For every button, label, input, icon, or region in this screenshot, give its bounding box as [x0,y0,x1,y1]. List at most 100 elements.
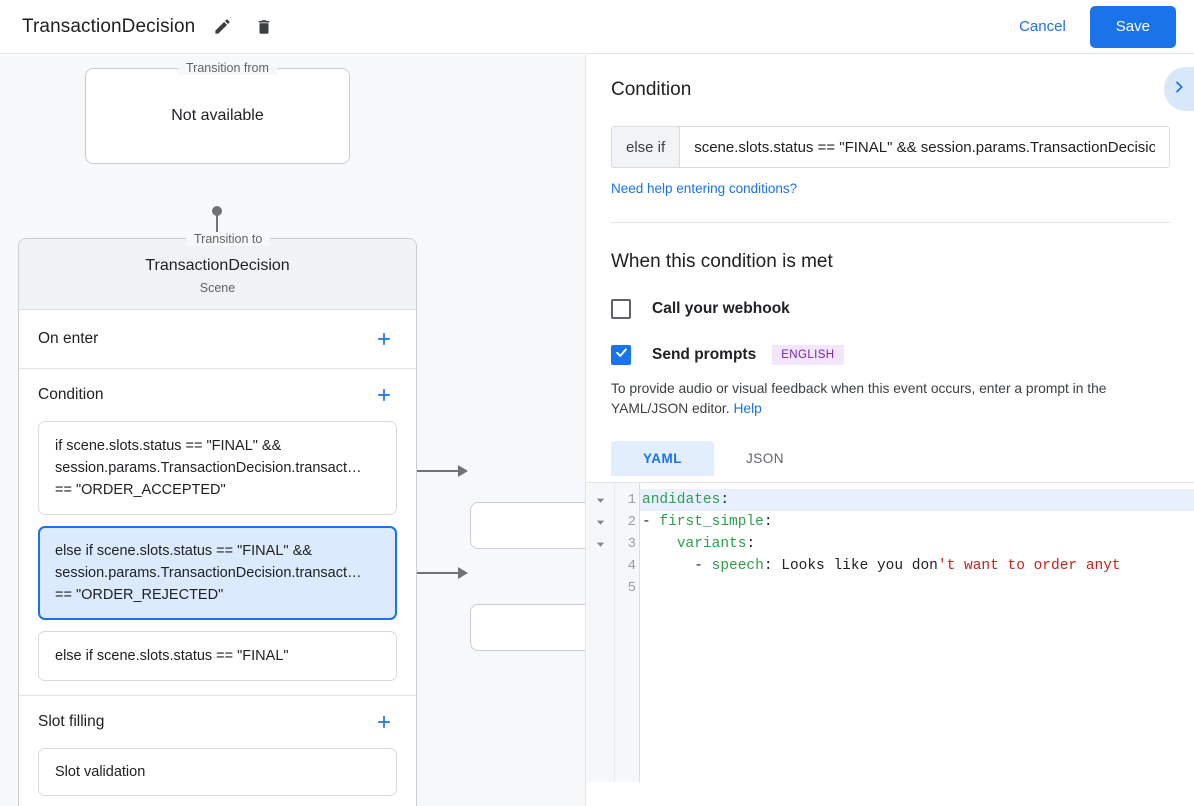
scene-graph-canvas[interactable]: Not available Transition from Transactio… [0,55,586,806]
code-line-number-gutter: 1 2 3 4 5 [615,483,640,782]
chevron-right-icon [1171,79,1187,100]
code-line-number: 2 [627,514,636,530]
branch-line-rejected [400,572,460,574]
plus-icon [374,329,394,349]
section-condition-title: Condition [38,386,104,403]
code-line-number: 1 [627,492,636,508]
scene-type-label: Scene [199,281,236,295]
code-token: Looks like you don [781,558,938,574]
code-token: : [746,536,756,552]
section-slot-filling-head: Slot filling [38,696,397,748]
code-fold-spacer [587,577,614,599]
send-prompts-description: To provide audio or visual feedback when… [611,379,1170,419]
code-fold-toggle[interactable] [587,489,614,511]
code-token: 't want to order anyt [937,558,1121,574]
code-line-number: 5 [627,580,636,596]
section-on-enter-title: On enter [38,330,99,347]
transition-from-legend: Transition from [178,61,277,75]
section-condition: Condition if scene.slots.status == "FINA… [19,369,416,696]
code-line[interactable]: andidates: [640,489,1194,511]
code-fold-toggle[interactable] [587,511,614,533]
code-token [642,536,677,552]
top-app-bar: TransactionDecision Cancel Save [0,0,1194,54]
scene-name: TransactionDecision [145,257,290,274]
code-line[interactable]: - speech: Looks like you don't want to o… [640,555,1194,577]
section-condition-head: Condition [38,369,397,421]
code-fold-toggle[interactable] [587,533,614,555]
slot-validation-card[interactable]: Slot validation [38,748,397,796]
code-line[interactable]: variants: [640,533,1194,555]
condition-expression-input[interactable] [680,127,1169,167]
scene-header: TransactionDecision Scene [19,239,416,310]
delete-button[interactable] [249,12,279,42]
branch-target-box-accepted[interactable] [470,502,585,549]
condition-details-panel: Condition else if Need help entering con… [587,55,1194,806]
tab-json[interactable]: JSON [746,451,785,466]
when-condition-met-title: When this condition is met [611,251,833,272]
webhook-row[interactable]: Call your webhook [611,299,1170,319]
transition-from-value: Not available [171,107,264,124]
add-condition-button[interactable] [371,382,397,408]
branch-target-box-rejected[interactable] [470,604,585,651]
code-token: : [763,558,782,574]
call-webhook-label: Call your webhook [652,300,790,317]
editor-format-tabs[interactable]: YAML JSON [611,441,1170,476]
send-prompts-row[interactable]: Send prompts ENGLISH [611,345,1170,365]
call-webhook-checkbox[interactable] [611,299,631,319]
section-slot-filling-title: Slot filling [38,713,105,730]
page-title: TransactionDecision [22,15,196,37]
tab-yaml[interactable]: YAML [611,441,715,476]
send-prompts-label: Send prompts [652,346,757,363]
code-fold-gutter[interactable] [587,483,615,782]
plus-icon [374,712,394,732]
transition-from-card[interactable]: Not available [85,68,350,164]
panel-divider [611,222,1170,223]
transition-to-legend: Transition to [186,232,271,246]
code-token: : [720,492,730,508]
prompts-help-link[interactable]: Help [733,401,762,416]
condition-input-row[interactable]: else if [611,126,1170,168]
code-fold-spacer [587,555,614,577]
branch-line-accepted [400,470,460,472]
branch-arrow-rejected-icon [458,567,468,579]
code-line[interactable]: - first_simple: [640,511,1194,533]
code-token: - [642,514,660,530]
section-slot-filling: Slot filling Slot validation [19,696,416,806]
code-line-number: 3 [627,536,636,552]
condition-card-accepted[interactable]: if scene.slots.status == "FINAL" && sess… [38,421,397,515]
edit-name-button[interactable] [207,12,237,42]
transition-to-card[interactable]: TransactionDecision Scene On enter Condi… [18,238,417,806]
language-badge: ENGLISH [772,345,844,365]
code-token: variants [676,536,747,552]
section-on-enter-head: On enter [38,310,397,368]
branch-arrow-accepted-icon [458,465,468,477]
code-token: : [763,514,773,530]
send-prompts-checkbox[interactable] [611,345,631,365]
condition-prefix-label: else if [612,127,681,167]
save-button[interactable]: Save [1089,5,1176,48]
code-token: - [642,558,712,574]
condition-help-link[interactable]: Need help entering conditions? [611,181,798,196]
send-prompts-description-text: To provide audio or visual feedback when… [611,381,1107,416]
code-token: andidates [642,492,721,508]
cancel-button[interactable]: Cancel [1005,10,1080,43]
add-slot-filling-button[interactable] [371,709,397,735]
code-line[interactable] [640,577,1194,599]
pencil-icon [213,17,232,36]
section-on-enter: On enter [19,310,416,369]
add-on-enter-button[interactable] [371,326,397,352]
code-line-number: 4 [627,558,636,574]
code-token: speech [711,558,764,574]
expand-panel-button[interactable] [1164,67,1194,111]
condition-card-rejected[interactable]: else if scene.slots.status == "FINAL" &&… [38,526,397,620]
condition-actions-body: When this condition is met Call your web… [587,251,1194,476]
trash-icon [255,18,273,36]
checkmark-icon [614,345,629,365]
code-token: first_simple [659,514,764,530]
code-content-area[interactable]: andidates:- first_simple: variants: - sp… [640,483,1194,782]
plus-icon [374,385,394,405]
condition-panel-header: Condition else if Need help entering con… [587,55,1194,223]
condition-panel-title: Condition [611,79,692,100]
condition-card-final[interactable]: else if scene.slots.status == "FINAL" [38,631,397,681]
